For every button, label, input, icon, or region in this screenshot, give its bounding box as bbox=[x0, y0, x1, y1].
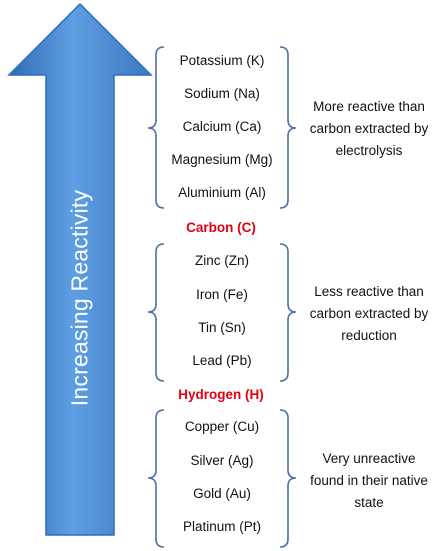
group-2-description-line: Less reactive than bbox=[314, 284, 424, 299]
metal-tin: Tin (Sn) bbox=[198, 320, 246, 335]
metal-lead: Lead (Pb) bbox=[192, 353, 252, 368]
group-3-right-bracket bbox=[279, 409, 297, 548]
group-1-description-line: electrolysis bbox=[335, 143, 403, 158]
metal-potassium: Potassium (K) bbox=[179, 53, 265, 68]
group-3-description-line: state bbox=[354, 495, 384, 510]
group-2-description: Less reactive than carbon extracted by r… bbox=[294, 281, 444, 347]
metal-aluminium: Aluminium (Al) bbox=[178, 185, 266, 200]
metal-calcium: Calcium (Ca) bbox=[182, 119, 262, 134]
group-3-description: Very unreactive found in their native st… bbox=[294, 448, 444, 514]
metal-platinum: Platinum (Pt) bbox=[182, 519, 262, 534]
group-2-description-line: carbon extracted by bbox=[309, 306, 429, 321]
group-3-left-bracket bbox=[147, 409, 165, 548]
metal-silver: Silver (Ag) bbox=[190, 453, 254, 468]
metal-iron: Iron (Fe) bbox=[196, 287, 248, 302]
increasing-reactivity-label: Increasing Reactivity bbox=[66, 189, 93, 407]
group-1-right-bracket bbox=[279, 46, 297, 209]
group-2-description-line: reduction bbox=[341, 328, 397, 343]
metal-gold: Gold (Au) bbox=[193, 486, 251, 501]
group-3-description-line: found in their native bbox=[310, 473, 428, 488]
reactivity-arrow bbox=[7, 2, 153, 536]
group-2-right-bracket bbox=[279, 243, 297, 382]
metal-sodium: Sodium (Na) bbox=[184, 86, 260, 101]
group-1-description-line: carbon extracted by bbox=[309, 121, 429, 136]
carbon-divider: Carbon (C) bbox=[186, 220, 256, 235]
group-1-left-bracket bbox=[147, 46, 165, 209]
metal-zinc: Zinc (Zn) bbox=[195, 253, 249, 268]
metal-copper: Copper (Cu) bbox=[184, 419, 260, 434]
group-1-description-line: More reactive than bbox=[313, 99, 425, 114]
group-1-description: More reactive than carbon extracted by e… bbox=[294, 96, 444, 162]
group-2-left-bracket bbox=[147, 243, 165, 382]
metal-magnesium: Magnesium (Mg) bbox=[171, 152, 273, 167]
group-3-description-line: Very unreactive bbox=[322, 451, 416, 466]
hydrogen-divider: Hydrogen (H) bbox=[178, 387, 264, 402]
